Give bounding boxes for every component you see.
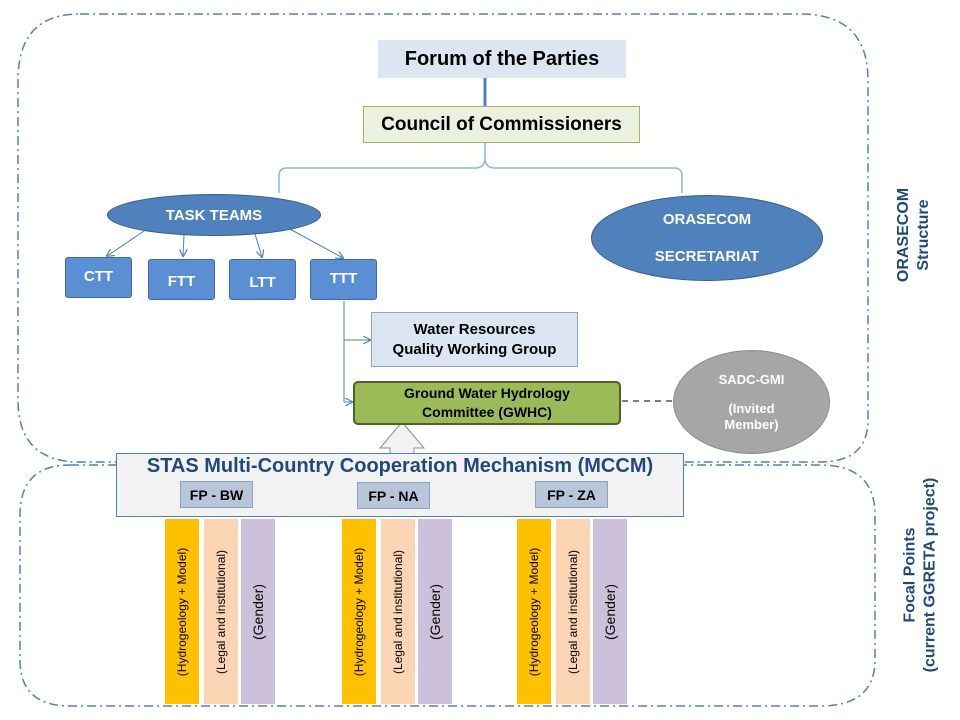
gwhc-line2: Committee (GWHC) <box>422 404 552 420</box>
za-hydrogeology-label: (Hydrogeology + Model) <box>527 547 541 676</box>
na-legal-column: (Legal and institutional) <box>381 519 415 704</box>
orasecom-structure-label: ORASECOM Structure <box>874 110 954 360</box>
na-hydrogeology-label: (Hydrogeology + Model) <box>352 547 366 676</box>
za-hydrogeology-column: (Hydrogeology + Model) <box>517 519 551 704</box>
mccm-up-arrow <box>378 421 426 457</box>
ltt-box: LTT <box>229 259 296 300</box>
za-gender-column: (Gender) <box>593 519 627 704</box>
task-teams-ellipse: TASK TEAMS <box>107 194 321 236</box>
fp-na-box: FP - NA <box>357 482 430 509</box>
council-of-commissioners-box: Council of Commissioners <box>363 106 640 143</box>
orasecom-label-line2: Structure <box>915 199 933 271</box>
fp-za-box: FP - ZA <box>535 481 608 508</box>
na-gender-column: (Gender) <box>418 519 452 704</box>
bw-legal-column: (Legal and institutional) <box>204 519 238 704</box>
za-legal-label: (Legal and institutional) <box>566 549 581 674</box>
arrow-to-ctt <box>107 226 151 256</box>
orasecom-label-line1: ORASECOM <box>895 187 913 283</box>
za-gender-label: (Gender) <box>602 583 618 640</box>
za-legal-column: (Legal and institutional) <box>556 519 590 704</box>
arrow-to-ftt <box>183 234 184 256</box>
orasecom-secretariat-ellipse: ORASECOM SECRETARIAT <box>591 195 823 281</box>
arrow-to-ltt <box>254 233 262 257</box>
wrq-line1: Water Resources <box>413 320 536 338</box>
secretariat-line2: SECRETARIAT <box>654 248 760 265</box>
focal-region-border <box>19 464 876 707</box>
bw-gender-column: (Gender) <box>241 519 275 704</box>
gwhc-box: Ground Water Hydrology Committee (GWHC) <box>353 381 621 425</box>
sadc-line3: Member) <box>724 416 779 432</box>
na-gender-label: (Gender) <box>427 583 443 640</box>
focal-points-label: Focal Points (current GGRETA project) <box>880 450 960 700</box>
bw-legal-label: (Legal and institutional) <box>214 549 229 674</box>
focal-label-line1: Focal Points <box>901 527 918 623</box>
wrq-line2: Quality Working Group <box>392 340 557 358</box>
sadc-line1: SADC-GMI <box>718 371 785 387</box>
bw-hydrogeology-column: (Hydrogeology + Model) <box>165 519 199 704</box>
na-hydrogeology-column: (Hydrogeology + Model) <box>342 519 376 704</box>
sadc-gmi-ellipse: SADC-GMI (Invited Member) <box>673 350 830 454</box>
sadc-line2: (Invited <box>728 400 775 416</box>
gwhc-line1: Ground Water Hydrology <box>404 385 570 401</box>
focal-label-line2: (current GGRETA project) <box>921 477 938 673</box>
ttt-box: TTT <box>310 259 377 300</box>
fp-bw-box: FP - BW <box>180 481 253 508</box>
council-brace <box>278 143 683 193</box>
na-legal-label: (Legal and institutional) <box>391 549 406 674</box>
ftt-box: FTT <box>148 259 215 300</box>
ctt-box: CTT <box>65 257 132 298</box>
forum-of-parties-box: Forum of the Parties <box>378 40 626 78</box>
arrow-to-ttt <box>287 227 343 258</box>
secretariat-line1: ORASECOM <box>662 211 752 228</box>
bw-hydrogeology-label: (Hydrogeology + Model) <box>175 547 189 676</box>
bw-gender-label: (Gender) <box>250 583 266 640</box>
mccm-title: STAS Multi-Country Cooperation Mechanism… <box>146 455 654 477</box>
water-resources-quality-box: Water Resources Quality Working Group <box>371 312 578 367</box>
